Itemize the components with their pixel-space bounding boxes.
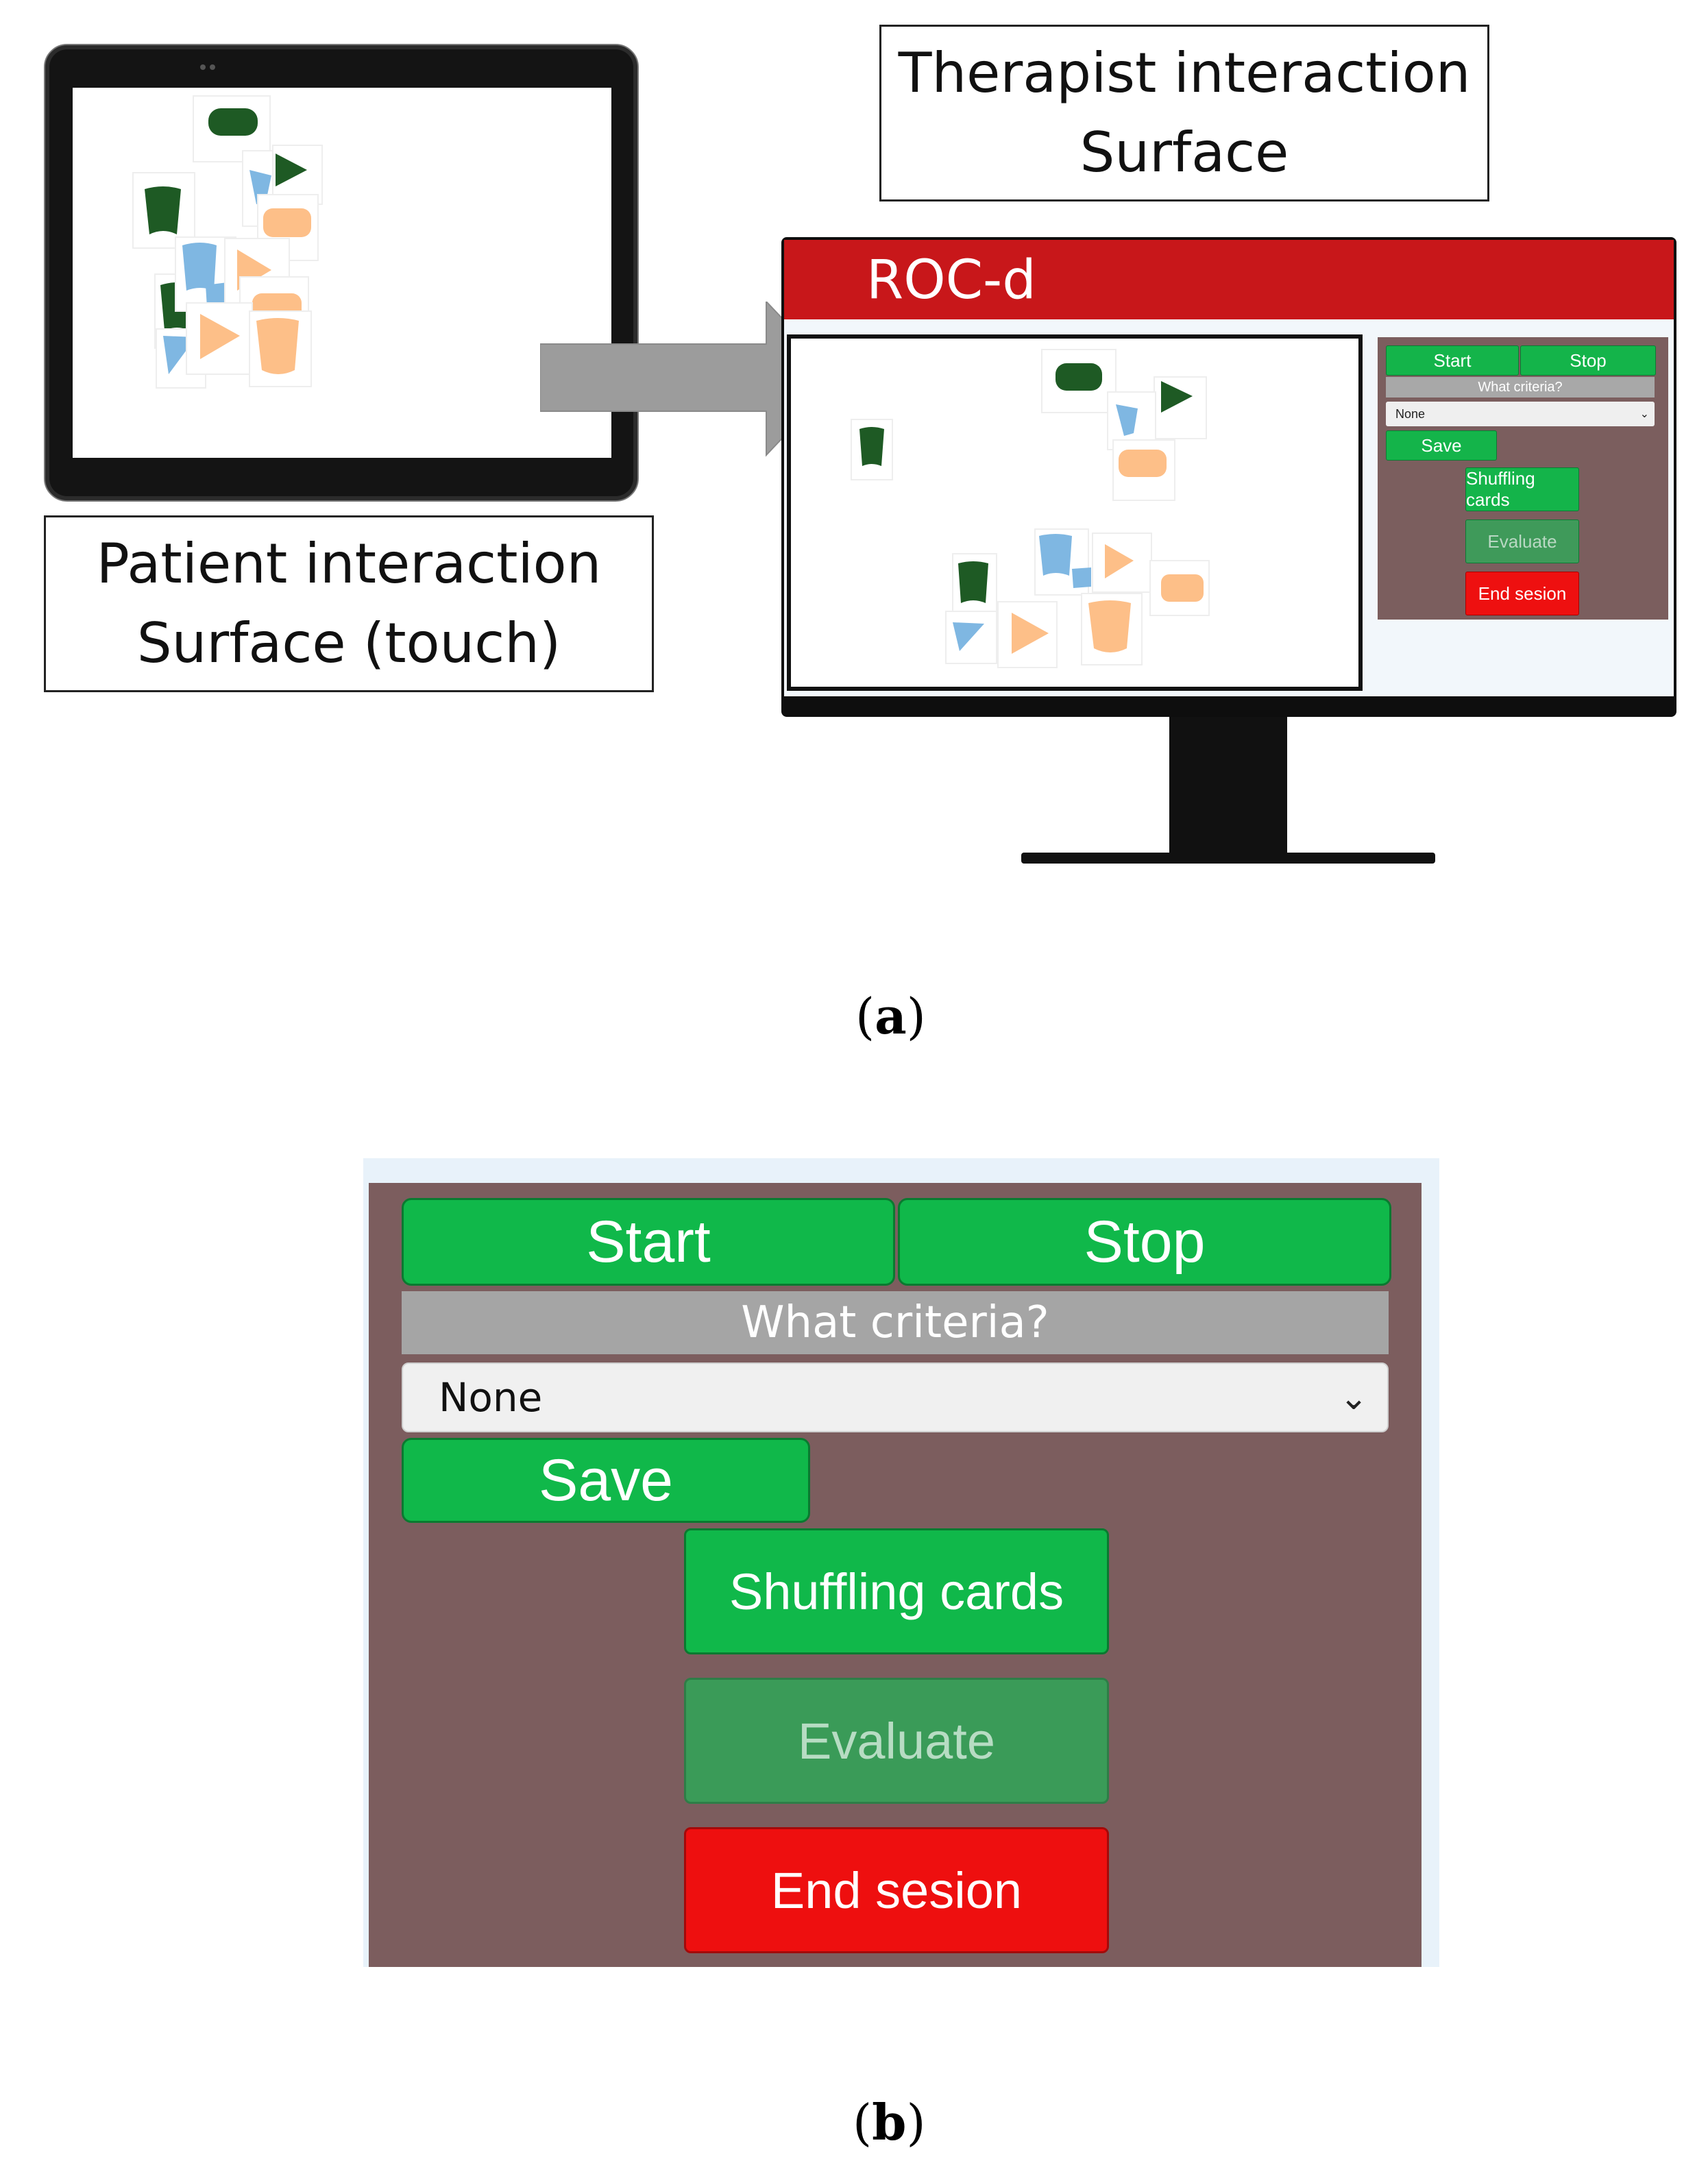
peach-pill-card[interactable] [1119, 450, 1167, 477]
tablet-camera-icon [200, 64, 206, 70]
stop-button[interactable]: Stop [898, 1198, 1391, 1286]
therapist-surface-label: Therapist interaction Surface [879, 25, 1489, 201]
patient-label-line2: Surface (touch) [136, 611, 561, 675]
shuffle-cards-button[interactable]: Shuffling cards [684, 1528, 1109, 1654]
light-blue-cup-card[interactable] [1039, 534, 1072, 576]
peach-cup-card[interactable] [256, 318, 299, 374]
caption-a: (a) [855, 987, 926, 1045]
light-blue-square-card[interactable] [206, 282, 228, 307]
light-blue-cup-card[interactable] [182, 243, 217, 291]
dark-green-cup-card[interactable] [859, 427, 884, 466]
dark-green-cup-card-2[interactable] [958, 561, 988, 603]
peach-cup-card[interactable] [1088, 600, 1131, 652]
patient-label-line1: Patient interaction [96, 532, 602, 596]
dark-green-triangle-card[interactable] [276, 154, 307, 186]
app-title: ROC-d [866, 249, 1036, 311]
dark-green-pill-card[interactable] [1056, 363, 1102, 391]
dark-green-triangle-card[interactable] [1161, 381, 1193, 413]
therapist-card-board-shapes [851, 349, 1210, 668]
start-button[interactable]: Start [402, 1198, 895, 1286]
peach-pill-card[interactable] [263, 208, 311, 237]
light-blue-shape-card[interactable] [1116, 404, 1138, 436]
app-header-bar: ROC-d [784, 240, 1674, 319]
save-button[interactable]: Save [402, 1438, 810, 1523]
patient-touch-surface[interactable] [73, 88, 611, 458]
therapist-card-board[interactable] [787, 334, 1363, 691]
mini-start-button[interactable]: Start [1386, 345, 1519, 376]
caption-a-letter: a [875, 987, 907, 1045]
mini-evaluate-button[interactable]: Evaluate [1465, 519, 1579, 563]
mini-select-value: None [1395, 406, 1426, 421]
end-session-button[interactable]: End sesion [684, 1827, 1109, 1953]
criteria-select[interactable]: None ⌄ [402, 1362, 1389, 1432]
therapist-label-line1: Therapist interaction [898, 41, 1471, 105]
light-blue-square-card[interactable] [1072, 567, 1091, 588]
evaluate-button[interactable]: Evaluate [684, 1678, 1109, 1804]
mini-end-session-button[interactable]: End sesion [1465, 572, 1579, 615]
light-blue-triangle-card[interactable] [953, 622, 984, 651]
therapist-monitor: ROC-d [781, 237, 1676, 717]
tablet-sensor-icon [210, 64, 215, 70]
peach-pill-card-2[interactable] [1161, 574, 1204, 602]
caption-b: (b) [853, 2093, 926, 2151]
patient-surface-label: Patient interaction Surface (touch) [44, 515, 654, 692]
mini-shuffle-button[interactable]: Shuffling cards [1465, 467, 1579, 511]
mini-criteria-select[interactable]: None ⌄ [1386, 402, 1655, 426]
mini-stop-button[interactable]: Stop [1520, 345, 1656, 376]
monitor-screen: ROC-d [784, 240, 1674, 696]
monitor-stand-base [1021, 853, 1435, 864]
mini-criteria-label: What criteria? [1386, 377, 1655, 398]
criteria-select-value: None [439, 1374, 543, 1421]
dark-green-pill-card[interactable] [208, 108, 258, 136]
mini-control-panel: Start Stop What criteria? None ⌄ Save Sh… [1378, 337, 1668, 620]
patient-card-board [132, 95, 323, 389]
peach-triangle-card-2[interactable] [200, 314, 240, 359]
chevron-down-icon: ⌄ [1639, 408, 1649, 420]
monitor-stand-neck [1169, 717, 1287, 857]
criteria-label: What criteria? [402, 1291, 1389, 1354]
dark-green-cup-card[interactable] [145, 186, 181, 234]
chevron-down-icon: ⌄ [1339, 1378, 1368, 1417]
therapist-label-line2: Surface [1079, 121, 1289, 184]
peach-triangle-card[interactable] [1105, 544, 1134, 578]
patient-tablet [44, 44, 639, 502]
peach-triangle-card-2[interactable] [1012, 613, 1049, 654]
mini-save-button[interactable]: Save [1386, 430, 1497, 461]
caption-b-letter: b [872, 2093, 907, 2151]
